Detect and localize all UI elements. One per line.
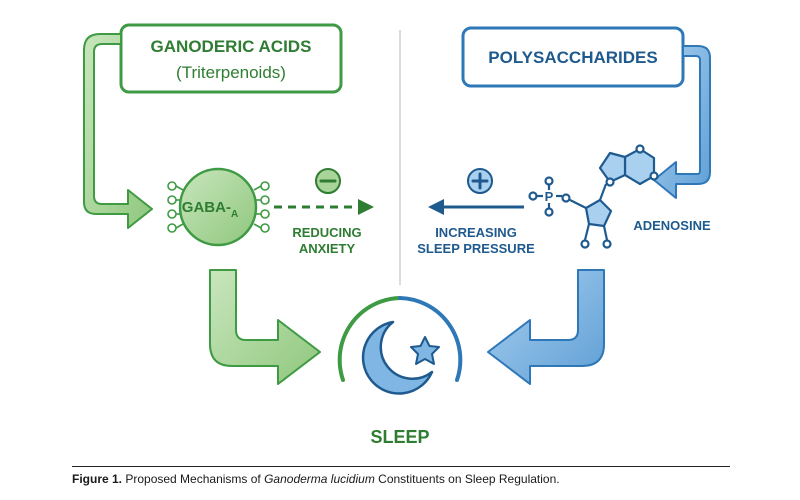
phosphate-label: P	[545, 189, 554, 204]
plus-sign-icon	[467, 168, 493, 194]
polysaccharides-box: POLYSACCHARIDES	[461, 26, 685, 88]
anxiety-label: ANXIETY	[299, 241, 356, 256]
ganoderic-acids-box: GANODERIC ACIDS (Triterpenoids)	[119, 23, 343, 94]
minus-sign-icon	[315, 168, 341, 194]
svg-text:GABA-A: GABA-A	[182, 199, 238, 220]
sleep-icon	[337, 296, 463, 395]
sleep-pressure-label: SLEEP PRESSURE	[417, 241, 535, 256]
gaba-subscript: A	[231, 209, 238, 220]
arrow-gaba-to-sleep	[209, 269, 321, 385]
caption-text-after: Constituents on Sleep Regulation.	[374, 472, 560, 486]
reducing-label: REDUCING	[292, 225, 361, 240]
solid-arrow-left	[428, 199, 524, 215]
caption-text-before: Proposed Mechanisms of	[122, 472, 265, 486]
sleep-label: SLEEP	[370, 427, 429, 447]
arrow-acids-to-gaba	[83, 33, 153, 229]
polysaccharides-title: POLYSACCHARIDES	[488, 48, 657, 67]
figure-caption: Figure 1. Proposed Mechanisms of Ganoder…	[72, 472, 732, 486]
membrane-left-icon	[167, 181, 184, 233]
dashed-arrow-right	[274, 199, 374, 215]
caption-prefix: Figure 1.	[72, 472, 123, 486]
adenosine-molecule-icon	[528, 144, 659, 249]
ganoderic-acids-title: GANODERIC ACIDS	[151, 37, 312, 56]
ganoderic-acids-subtitle: (Triterpenoids)	[176, 63, 286, 82]
increasing-label: INCREASING	[435, 225, 517, 240]
adenosine-label: ADENOSINE	[633, 218, 711, 233]
arrow-adenosine-to-sleep	[487, 269, 605, 385]
gaba-label: GABA-	[182, 199, 231, 216]
membrane-right-icon	[253, 181, 270, 233]
caption-species: Ganoderma lucidium	[264, 472, 375, 486]
arrow-polysaccharides-to-adenosine	[653, 45, 711, 199]
gaba-a-receptor: GABA-A	[167, 167, 270, 247]
caption-rule	[72, 466, 730, 467]
